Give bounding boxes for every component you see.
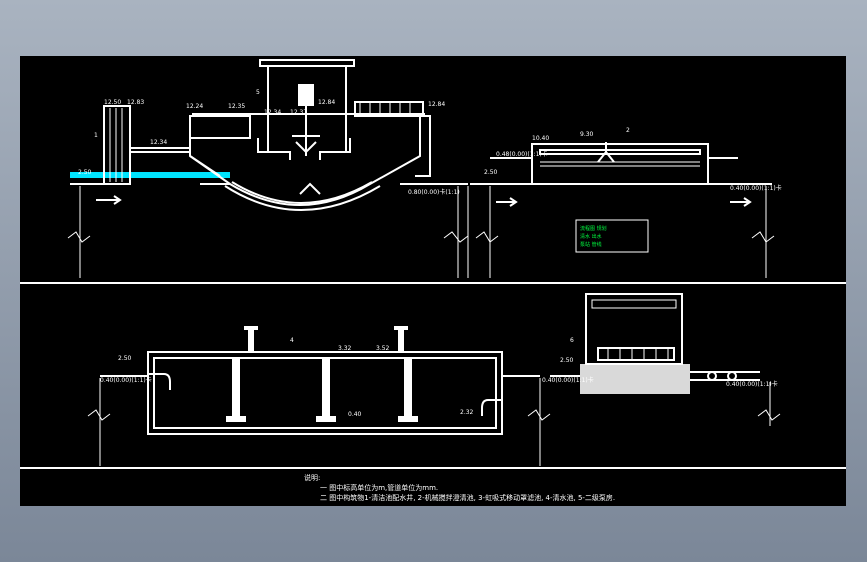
clarifier-section: 1 5 12.50 12.83 12.24 12.35 12.84 12.34 … [67,59,469,278]
clarifier-bottom-label: 0.80(0.00)卡(1:1) [408,188,460,196]
elev-clarifier-5: 12.34 [264,109,281,116]
elev-reservoir-1: 3.32 [338,345,352,352]
mixer-motor [298,84,314,106]
pump-left-label: 0.40(0.00)(1:1)卡 [542,376,594,384]
legend-text-1: 流程图 规划 [580,225,607,232]
elev-clarifier-6: 12.37 [290,109,307,116]
elev-clarifier-1: 12.83 [127,99,144,106]
elev-clarifier-2: 12.24 [186,103,203,110]
filter-section: 2 10.40 9.30 2.50 0.48(0.00)(1:1)卡 0.40(… [470,127,782,278]
legend-text-2: 清水 出水 [580,233,602,240]
elev-clarifier-9: 2.50 [78,169,92,176]
elev-filter-2: 2.50 [484,169,498,176]
water-surface [70,172,230,178]
reservoir-tank [147,351,503,435]
cad-drawing: 1 5 12.50 12.83 12.24 12.35 12.84 12.34 … [20,59,846,502]
callout-4: 4 [290,337,294,344]
elev-clarifier-4: 12.84 [318,99,335,106]
elev-reservoir-3: 0.40 [348,411,362,418]
drawing-canvas: 1 5 12.50 12.83 12.24 12.35 12.84 12.34 … [20,56,846,506]
filter-left-label: 0.48(0.00)(1:1)卡 [496,150,548,158]
clarifier-tank [189,115,431,206]
elev-pump-0: 2.50 [560,357,574,364]
legend-text-3: 泵站 管线 [580,241,602,248]
elev-filter-0: 10.40 [532,135,549,142]
filter-right-label: 0.40(0.00)(1:1)卡 [730,184,782,192]
legend-box: 流程图 规划 清水 出水 泵站 管线 [575,219,649,253]
notes: 说明: 一 图中标高单位为m,管道单位为mm. 二 图中构筑物1-清洁池配水井,… [304,473,615,502]
reservoir-section: 4 2.50 3.32 3.52 0.40 2.32 0.40(0.00)(1:… [87,326,551,466]
notes-line-2: 二 图中构筑物1-清洁池配水井, 2-机械搅拌澄清池, 3-虹吸式移动罩滤池, … [320,493,615,502]
mixer-frame [259,59,355,67]
elev-clarifier-3: 12.35 [228,103,245,110]
pump-right-label: 0.40(0.00)(1:1)卡 [726,380,778,388]
callout-5: 5 [256,89,260,96]
reservoir-left-label: 0.40(0.00)(1:1)卡 [100,376,152,384]
filter-tank [531,143,709,185]
notes-heading: 说明: [304,473,320,482]
elev-reservoir-2: 3.52 [376,345,390,352]
callout-6: 6 [570,337,574,344]
elev-clarifier-8: 12.34 [150,139,167,146]
callout-1: 1 [94,132,98,139]
elev-clarifier-0: 12.50 [104,99,121,106]
elev-clarifier-7: 12.84 [428,101,445,108]
pump-house-section: 6 2.50 0.40(0.00)(1:1)卡 0.40(0.00)(1:1)卡 [542,293,781,426]
elev-reservoir-0: 2.50 [118,355,132,362]
elev-filter-1: 9.30 [580,131,594,138]
elev-reservoir-4: 2.32 [460,409,474,416]
notes-line-1: 一 图中标高单位为m,管道单位为mm. [320,483,438,492]
callout-2: 2 [626,127,630,134]
